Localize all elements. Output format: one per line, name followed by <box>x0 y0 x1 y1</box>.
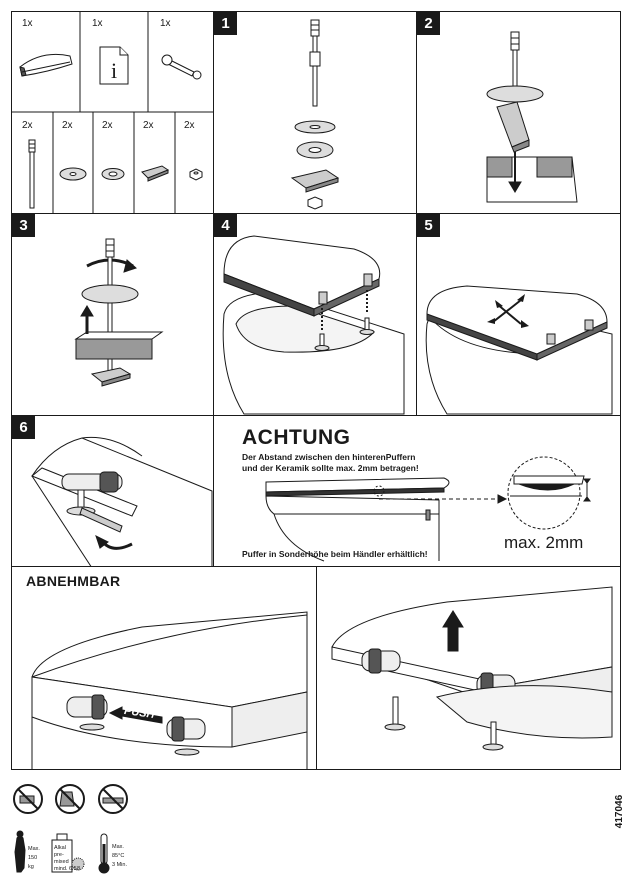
step-4-drawing <box>222 235 405 415</box>
step-6-badge: 6 <box>12 416 35 439</box>
clamp-plate-icon <box>141 165 170 182</box>
weight-line-1: Max. <box>28 846 40 852</box>
qty-nut: 2x <box>184 120 195 131</box>
step-2-drawing <box>486 31 578 203</box>
removable-panel-left: ABNEHMBAR PUSH <box>11 566 317 770</box>
weight-person-icon <box>14 830 26 873</box>
step-3-drawing <box>74 238 164 387</box>
step-2-panel: 2 <box>416 11 621 214</box>
wrench-icon <box>161 54 202 80</box>
cleaner-line-2: pre- <box>54 852 64 858</box>
weight-line-3: kg <box>28 864 34 870</box>
toilet-seat-lid-icon <box>19 53 73 77</box>
qty-washer-large: 2x <box>62 120 73 131</box>
cleaner-line-3: mixed <box>54 859 69 865</box>
qty-wrench: 1x <box>160 18 171 29</box>
weight-line-2: 150 <box>28 855 38 861</box>
step-6-panel: 6 <box>11 415 214 567</box>
warning-footer: Puffer in Sonderhöhe beim Händler erhält… <box>242 549 428 559</box>
info-glyph: i <box>111 58 117 83</box>
cleaner-line-5: 8 <box>77 866 81 872</box>
care-icons <box>13 784 128 874</box>
thermometer-icon <box>98 833 110 874</box>
cleaner-line-1: Alkal <box>54 845 66 851</box>
washer-large-icon <box>59 167 87 181</box>
step-4-badge: 4 <box>214 214 237 237</box>
step-2-badge: 2 <box>417 12 440 35</box>
qty-manual: 1x <box>92 18 103 29</box>
warning-line-2: und der Keramik sollte max. 2mm betragen… <box>242 463 419 473</box>
step-5-panel: 5 <box>416 213 621 416</box>
no-abrasive-sponge-icon <box>13 784 43 814</box>
washer-small-icon <box>101 168 125 180</box>
document-number: 417046 <box>614 794 626 829</box>
parts-panel: 1x 1x 1x 2x 2x 2x 2x 2x i <box>11 11 214 214</box>
qty-clamp: 2x <box>143 120 154 131</box>
step-3-panel: 3 <box>11 213 214 416</box>
removable-left-drawing <box>31 611 308 769</box>
qty-bolt: 2x <box>22 120 33 131</box>
no-chemical-cleaner-icon <box>55 784 85 814</box>
no-heavy-load-icon <box>98 784 128 814</box>
step-1-panel: 1 <box>213 11 417 214</box>
step-4-panel: 4 <box>213 213 417 416</box>
step-3-badge: 3 <box>12 214 35 237</box>
cleaner-bottle-icon <box>51 833 85 873</box>
move-arrows-icon <box>487 294 529 328</box>
step-6-drawing <box>31 436 213 566</box>
removable-right-drawing <box>331 586 613 751</box>
warning-drawing <box>265 456 591 562</box>
step-5-badge: 5 <box>417 214 440 237</box>
temp-line-1: Max. <box>112 844 124 850</box>
hinge-bolt-icon <box>28 139 36 209</box>
step-1-drawing <box>290 19 340 210</box>
cleaner-line-4: mind. 6.5 <box>54 866 77 872</box>
temp-line-2: 85°C <box>112 853 125 859</box>
qty-washer-small: 2x <box>102 120 113 131</box>
qty-seat: 1x <box>22 18 33 29</box>
parts-grid-lines <box>12 12 213 213</box>
removable-panel-right <box>316 566 621 770</box>
max-gap-label: max. 2mm <box>504 533 584 552</box>
temp-line-3: 3 Min. <box>112 862 127 868</box>
parts-drawings: i <box>19 46 203 209</box>
nut-icon <box>189 168 203 181</box>
info-sheet-icon: i <box>99 46 129 85</box>
step-1-badge: 1 <box>214 12 237 35</box>
warning-panel: ACHTUNG Der Abstand zwischen den hintere… <box>213 415 621 567</box>
warning-title: ACHTUNG <box>242 426 351 449</box>
warning-line-1: Der Abstand zwischen den hinterenPuffern <box>242 452 416 462</box>
removable-title: ABNEHMBAR <box>26 573 121 589</box>
step-5-drawing <box>425 285 613 415</box>
